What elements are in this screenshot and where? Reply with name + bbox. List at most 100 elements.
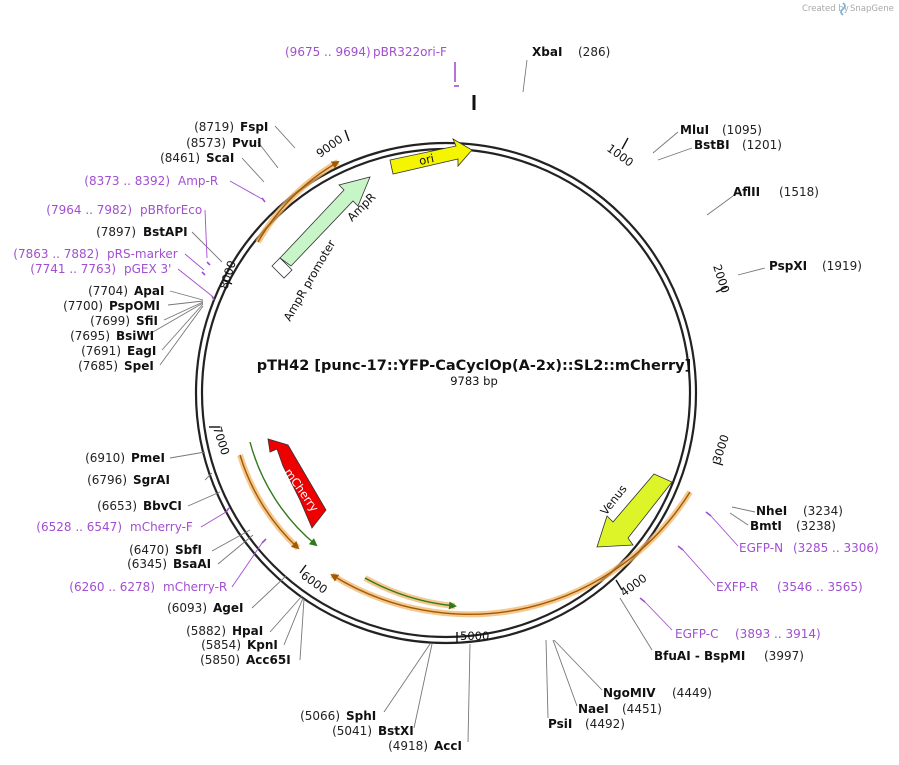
tick-8000: 8000 [217,259,239,291]
svg-text:SgrAI: SgrAI [133,473,170,487]
feature-mcherry: mCherry [267,438,327,529]
ampr-arrow [279,176,371,267]
svg-text:pGEX 3': pGEX 3' [124,262,171,276]
enzyme-pvui: (8573) PvuI [186,136,262,150]
svg-text:5000: 5000 [460,629,489,643]
credit-text: Created by [802,4,849,14]
tick-2000: 2000 [710,263,732,295]
plasmid-length: 9783 bp [450,374,498,388]
svg-text:BsiWI: BsiWI [116,329,154,343]
enzyme-bsiwi: (7695)BsiWI [70,329,154,343]
enzyme-scai: (8461) ScaI [160,151,234,165]
enzyme-labels-left: (8719)FspI (8573) PvuI (8461) ScaI (7897)B… [63,120,462,753]
svg-text:EXFP-R: EXFP-R [716,580,758,594]
enzyme-spei: (7685)SpeI [78,359,154,373]
primer-labels-right: EGFP-N(3285 .. 3306) EXFP-R (3546 .. 3565… [675,541,879,641]
svg-text:BstBI: BstBI [694,138,730,152]
primer-egfp-c: EGFP-C (3893 .. 3914) [675,627,821,641]
tick-4000: 4000 [615,571,650,600]
svg-text:(286): (286) [578,45,610,59]
ori-arrow [389,138,473,175]
svg-text:SphI: SphI [346,709,376,723]
svg-text:2000: 2000 [710,263,732,295]
enzyme-bmti: BmtI(3238) [750,519,836,533]
svg-text:ScaI: ScaI [206,151,234,165]
svg-text:(6796): (6796) [87,473,127,487]
plasmid-title: pTH42 [punc-17::YFP-CaCyclOp(A-2x)::SL2:… [257,358,691,374]
svg-text:(3238): (3238) [796,519,836,533]
svg-text:(3893 .. 3914): (3893 .. 3914) [735,627,821,641]
svg-text:NgoMIV: NgoMIV [603,686,656,700]
svg-text:Acc65I: Acc65I [246,653,291,667]
svg-text:PvuI: PvuI [232,136,262,150]
svg-text:Amp-R: Amp-R [178,174,218,188]
svg-text:BsaAI: BsaAI [173,557,211,571]
primer-egfp-n: EGFP-N(3285 .. 3306) [739,541,879,555]
enzyme-aflii: AflII (1518) [733,185,819,199]
svg-text:(1518): (1518) [779,185,819,199]
enzyme-labels-right: XbaI (286) MluI(1095) BstBI(1201) AflII (1… [532,45,862,731]
svg-text:ApaI: ApaI [134,284,164,298]
svg-text:(4451): (4451) [622,702,662,716]
enzyme-fspi: (8719)FspI [194,120,268,134]
svg-text:(3997): (3997) [764,649,804,663]
svg-text:(4492): (4492) [585,717,625,731]
svg-text:mCherry-F: mCherry-F [130,520,193,534]
svg-text:(6653): (6653) [97,499,137,513]
svg-text:MluI: MluI [680,123,709,137]
svg-text:XbaI: XbaI [532,45,562,59]
svg-text:(5066): (5066) [300,709,340,723]
svg-text:AgeI: AgeI [213,601,243,615]
svg-text:4000: 4000 [618,571,650,600]
primer-amp-r: (8373 .. 8392) Amp-R [84,174,218,188]
svg-text:pBRforEco: pBRforEco [140,203,202,217]
svg-text:8000: 8000 [217,259,239,291]
enzyme-bstbi: BstBI(1201) [694,138,782,152]
svg-text:(8373 .. 8392): (8373 .. 8392) [84,174,170,188]
svg-text:(8573): (8573) [186,136,226,150]
svg-text:BstAPI: BstAPI [143,225,188,239]
svg-text:AflII: AflII [733,185,760,199]
tick-7000: 7000 [209,425,233,457]
svg-text:(9675 .. 9694): (9675 .. 9694) [285,45,371,59]
enzyme-sfii: (7699)SfiI [90,314,158,328]
primer-prs-marker: (7863 .. 7882)pRS-marker [13,247,177,261]
svg-text:AccI: AccI [434,739,462,753]
leader-lines [145,59,766,743]
primer-label-pbr322ori-f: (9675 .. 9694) pBR322ori-F [285,45,447,59]
svg-text:NheI: NheI [756,504,787,518]
svg-text:NaeI: NaeI [578,702,609,716]
svg-text:6000: 6000 [298,568,330,597]
enzyme-acci: (4918)AccI [388,739,462,753]
svg-text:1000: 1000 [604,141,636,170]
snapgene-credit: Created by SnapGene [802,2,894,16]
svg-text:(6910): (6910) [85,451,125,465]
enzyme-mlui: MluI(1095) [680,123,762,137]
enzyme-agei: (6093)AgeI [167,601,243,615]
enzyme-sgrai: (6796) SgrAI [87,473,170,487]
enzyme-bsaai: (6345)BsaAI [127,557,211,571]
svg-text:FspI: FspI [240,120,268,134]
venus-arrow [596,473,673,548]
enzyme-naei: NaeI (4451) [578,702,662,716]
svg-text:SfiI: SfiI [136,314,158,328]
svg-text:(6470): (6470) [129,543,169,557]
svg-text:EGFP-N: EGFP-N [739,541,783,555]
enzyme-bstapi: (7897)BstAPI [96,225,187,239]
svg-text:7000: 7000 [210,425,232,457]
enzyme-nhei: NheI(3234) [756,504,843,518]
svg-text:EGFP-C: EGFP-C [675,627,718,641]
enzyme-pspxi: PspXI(1919) [769,259,862,273]
svg-text:(5854): (5854) [201,638,241,652]
primer-marks [201,62,712,603]
svg-text:(7691): (7691) [81,344,121,358]
enzyme-hpai: (5882)HpaI [186,624,263,638]
tick-3000: 3000 [710,433,732,466]
svg-text:BbvCI: BbvCI [143,499,182,513]
svg-text:(3546 .. 3565): (3546 .. 3565) [777,580,863,594]
enzyme-bstxi: (5041)BstXI [332,724,414,738]
primer-mcherry-f: (6528 .. 6547)mCherry-F [36,520,193,534]
svg-text:(7863 .. 7882): (7863 .. 7882) [13,247,99,261]
svg-text:(8461): (8461) [160,151,200,165]
feature-ori: ori [389,138,473,175]
